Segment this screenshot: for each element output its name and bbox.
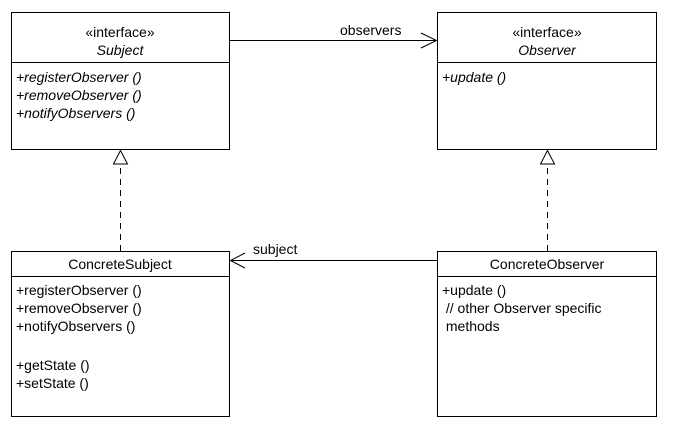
concrete-observer-class-name: ConcreteObserver bbox=[490, 256, 605, 272]
concrete-observer-box[interactable]: ConcreteObserver +update () // other Obs… bbox=[437, 251, 657, 417]
observer-method-update: +update () bbox=[442, 69, 506, 85]
subject-interface-box[interactable]: «interface» Subject +registerObserver ()… bbox=[11, 12, 230, 150]
concrete-observer-comment-line2: methods bbox=[442, 318, 500, 334]
observer-realization[interactable] bbox=[539, 149, 556, 252]
concrete-subject-method-set-state: +setState () bbox=[16, 375, 89, 391]
observers-association-label: observers bbox=[340, 22, 401, 38]
observer-box-frame bbox=[437, 12, 657, 150]
observers-association[interactable]: observers bbox=[229, 22, 438, 49]
observer-stereotype: «interface» bbox=[512, 24, 581, 40]
concrete-subject-box-frame bbox=[11, 251, 230, 417]
concrete-observer-comment-line1: // other Observer specific bbox=[442, 300, 602, 316]
subject-stereotype: «interface» bbox=[85, 24, 154, 40]
observer-interface-box[interactable]: «interface» Observer +update () bbox=[437, 12, 657, 150]
subject-method-remove: +removeObserver () bbox=[16, 87, 142, 103]
concrete-observer-box-frame bbox=[437, 251, 657, 417]
subject-association[interactable]: subject bbox=[229, 241, 438, 269]
subject-method-register: +registerObserver () bbox=[16, 69, 142, 85]
subject-realization[interactable] bbox=[112, 149, 129, 252]
concrete-subject-method-remove: +removeObserver () bbox=[16, 300, 142, 316]
concrete-subject-class-name: ConcreteSubject bbox=[68, 256, 172, 272]
concrete-subject-method-notify: +notifyObservers () bbox=[16, 318, 135, 334]
concrete-subject-box[interactable]: ConcreteSubject +registerObserver () +re… bbox=[11, 251, 230, 417]
concrete-observer-method-update: +update () bbox=[442, 282, 506, 298]
concrete-subject-method-get-state: +getState () bbox=[16, 357, 90, 373]
subject-box-frame bbox=[11, 12, 230, 150]
observer-class-name: Observer bbox=[518, 42, 577, 58]
subject-method-notify: +notifyObservers () bbox=[16, 105, 135, 121]
observer-realization-triangle bbox=[539, 149, 556, 165]
subject-realization-triangle bbox=[112, 149, 129, 165]
concrete-subject-method-register: +registerObserver () bbox=[16, 282, 142, 298]
subject-arrowhead bbox=[229, 252, 246, 269]
subject-association-label: subject bbox=[253, 241, 297, 257]
observers-arrowhead bbox=[420, 32, 438, 49]
subject-class-name: Subject bbox=[97, 42, 145, 58]
